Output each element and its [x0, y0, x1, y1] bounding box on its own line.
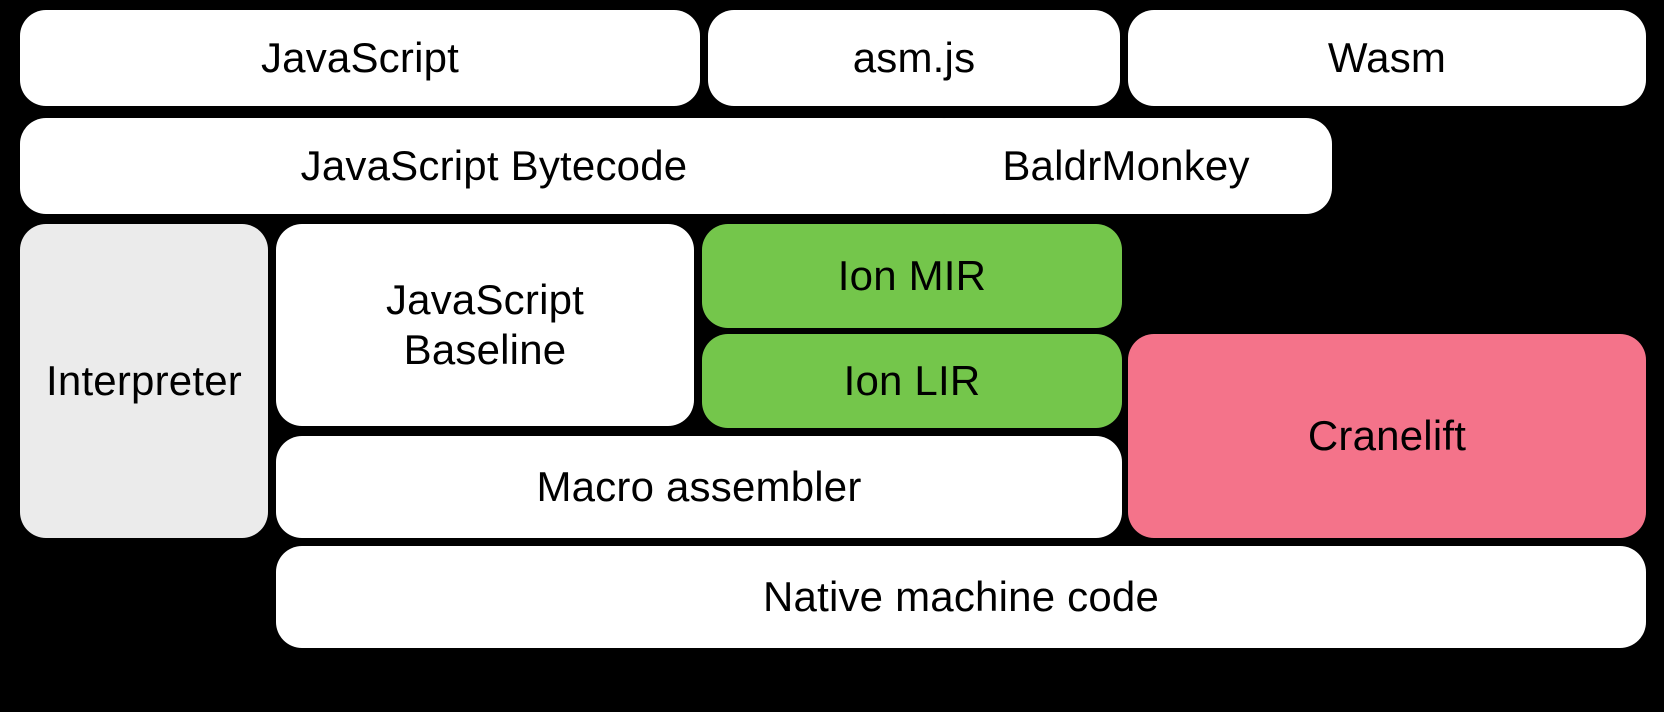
node-interpreter: Interpreter: [20, 224, 268, 538]
node-baldrmonkey: BaldrMonkey: [920, 118, 1332, 214]
node-javascript-baseline: JavaScript Baseline: [276, 224, 694, 426]
node-native-machine-code: Native machine code: [276, 546, 1646, 648]
node-cranelift: Cranelift: [1128, 334, 1646, 538]
node-javascript: JavaScript: [20, 10, 700, 106]
node-wasm: Wasm: [1128, 10, 1646, 106]
node-asm-js: asm.js: [708, 10, 1120, 106]
node-javascript-bytecode: JavaScript Bytecode: [20, 118, 968, 214]
node-ion-mir: Ion MIR: [702, 224, 1122, 328]
node-ion-lir: Ion LIR: [702, 334, 1122, 428]
node-macro-assembler: Macro assembler: [276, 436, 1122, 538]
